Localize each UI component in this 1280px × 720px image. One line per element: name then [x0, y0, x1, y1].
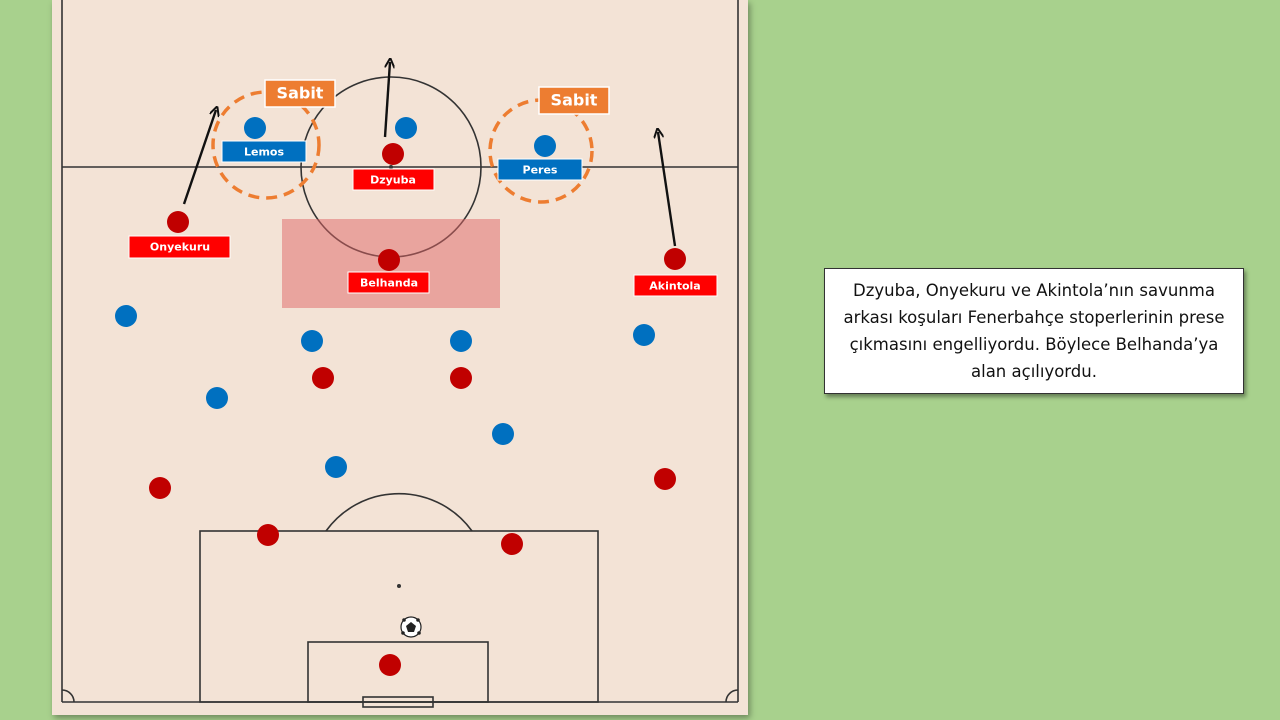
corner-arc-left [61, 689, 75, 703]
red-player [312, 367, 334, 389]
blue-player-lemos [244, 117, 266, 139]
blue-player [450, 330, 472, 352]
penalty-spot [397, 584, 401, 588]
pitch-surface [52, 0, 748, 715]
red-player [501, 533, 523, 555]
blue-player [206, 387, 228, 409]
sabit-label-right: Sabit [551, 91, 598, 110]
player-label-dzyuba: Dzyuba [370, 174, 416, 187]
blue-player [395, 117, 417, 139]
red-player-akintola [664, 248, 686, 270]
blue-player-peres [534, 135, 556, 157]
explanation-note: Dzyuba, Onyekuru ve Akintola’nın savunma… [824, 268, 1244, 394]
label-box-lemos [221, 140, 307, 163]
red-player-onyekuru [167, 211, 189, 233]
player-label-akintola: Akintola [649, 280, 700, 293]
label-box-akintola [633, 274, 718, 297]
run-arrow-akintola [658, 132, 677, 247]
player-label-onyekuru: Onyekuru [150, 241, 210, 254]
blue-player [325, 456, 347, 478]
blue-player [115, 305, 137, 327]
red-player [654, 468, 676, 490]
corner-arc-right [725, 689, 739, 703]
sabit-label-left: Sabit [277, 84, 324, 103]
label-box-peres [497, 158, 583, 181]
goal [362, 696, 434, 708]
center-spot [389, 165, 393, 169]
sabit-circle-left [211, 90, 321, 200]
label-box-onyekuru [128, 235, 231, 259]
red-player-goalkeeper [379, 654, 401, 676]
sabit-tag-left [264, 79, 336, 108]
red-player-dzyuba [382, 143, 404, 165]
penalty-arc [325, 492, 473, 532]
player-label-belhanda: Belhanda [360, 277, 418, 290]
blue-player [492, 423, 514, 445]
blue-player [633, 324, 655, 346]
run-arrow-dzyuba [383, 62, 390, 138]
player-label-lemos: Lemos [244, 146, 284, 159]
blue-player [301, 330, 323, 352]
red-player-belhanda [378, 249, 400, 271]
red-player [450, 367, 472, 389]
run-arrow-onyekuru [182, 110, 216, 205]
explanation-text: Dzyuba, Onyekuru ve Akintola’nın savunma… [843, 281, 1225, 381]
label-box-belhanda [347, 271, 430, 294]
pitch: Sabit Sabit Lemos Peres Dzyuba Onyekuru … [52, 0, 748, 715]
sabit-tag-right [538, 86, 610, 115]
label-box-dzyuba [352, 168, 435, 191]
six-yard-box [307, 641, 489, 703]
player-label-peres: Peres [523, 164, 558, 177]
ball-icon [400, 616, 422, 638]
red-player [257, 524, 279, 546]
red-player [149, 477, 171, 499]
